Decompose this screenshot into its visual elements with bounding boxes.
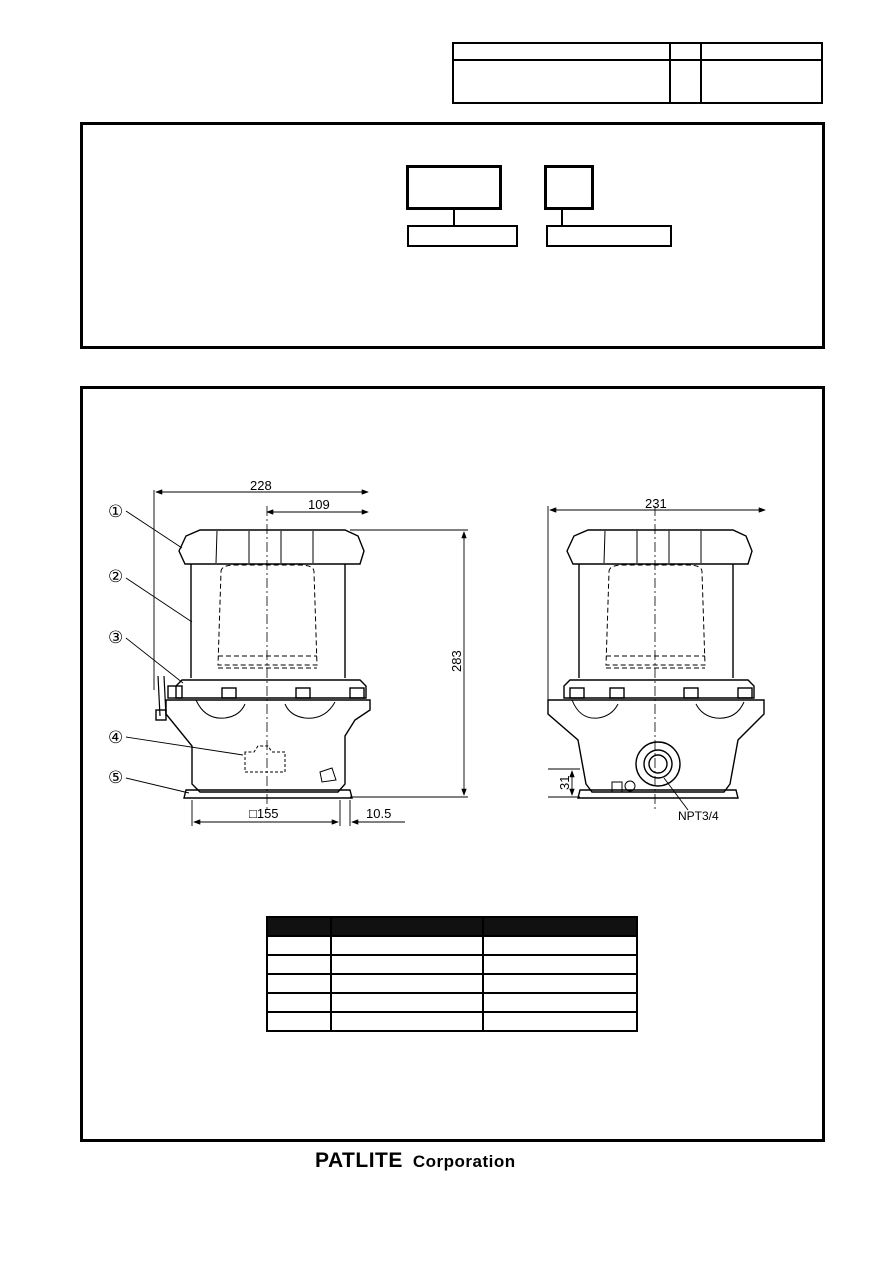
parts-table: [266, 916, 638, 1032]
side-dimensions: [547, 506, 766, 811]
side-lens-cap: [566, 529, 753, 565]
dim-base-square: □155: [249, 806, 279, 821]
color-code-box: [544, 165, 594, 210]
body: [165, 699, 371, 793]
base-flange: [183, 789, 353, 799]
table-row: [266, 954, 638, 975]
callout-1: ①: [108, 502, 123, 521]
parts-table-header: [266, 916, 638, 937]
connector-line: [453, 210, 455, 227]
company-logo: PATLITE Corporation: [315, 1149, 516, 1173]
dim-width-side: 231: [645, 496, 667, 511]
callout-5: ⑤: [108, 768, 123, 787]
table-row: [266, 992, 638, 1013]
model-code-box: [406, 165, 502, 210]
brand-name: PATLITE: [315, 1149, 403, 1172]
title-block: [452, 42, 823, 104]
parts-table-header-cell: [482, 916, 638, 937]
dim-height: 283: [449, 650, 464, 672]
color-label-box: [546, 225, 672, 247]
dimension-drawing-panel: [80, 386, 825, 1142]
lens-cap: [178, 529, 365, 565]
table-row: [266, 1011, 638, 1032]
dim-base-height: 31: [557, 776, 572, 790]
dim-width-front: 228: [250, 478, 272, 493]
dim-half-width: 109: [308, 497, 330, 512]
model-designation-panel: [80, 122, 825, 349]
title-block-divider: [700, 44, 702, 102]
title-block-header-row: [454, 44, 821, 61]
parts-table-header-cell: [266, 916, 332, 937]
callout-4: ④: [108, 728, 123, 747]
front-dimensions: [153, 489, 468, 826]
side-view: [547, 506, 765, 812]
globe: [190, 564, 346, 678]
conduit-thread-label: NPT3/4: [678, 809, 719, 823]
part-callout-leaders: [125, 510, 244, 794]
table-row: [266, 973, 638, 994]
callout-3: ③: [108, 628, 123, 647]
parts-table-header-cell: [329, 916, 485, 937]
callout-2: ②: [108, 567, 123, 586]
model-label-box: [407, 225, 518, 247]
connector-line: [561, 210, 563, 227]
table-row: [266, 935, 638, 956]
dim-offset: 10.5: [366, 806, 391, 821]
brand-corporation: Corporation: [412, 1152, 516, 1171]
title-block-divider: [669, 44, 671, 102]
front-view: [155, 506, 371, 812]
housing-ring: [175, 679, 367, 699]
